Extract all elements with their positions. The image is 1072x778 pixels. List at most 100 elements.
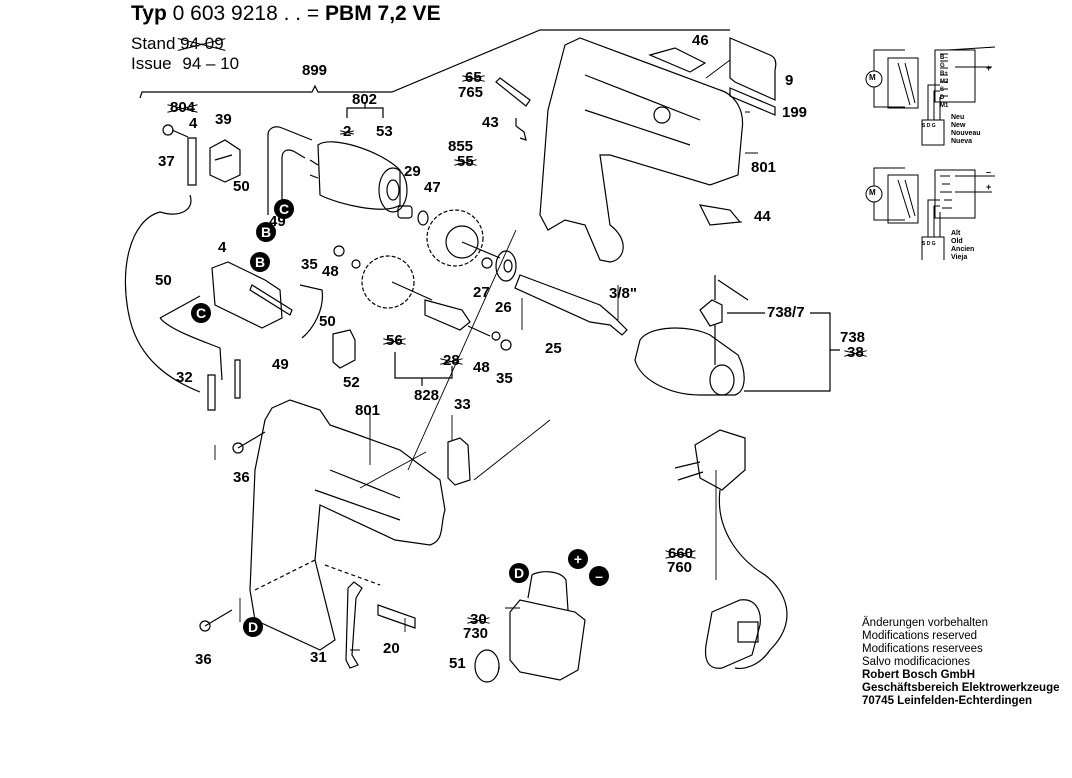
screw-37-drawing	[124, 124, 201, 393]
plus-terminal-old: +	[986, 182, 992, 192]
bit-765-drawing	[495, 77, 531, 107]
part-label-855: 855	[448, 138, 474, 155]
diagram-title: Typ 0 603 9218 . . = PBM 7,2 VE	[131, 2, 441, 26]
clip-43-drawing	[515, 118, 527, 141]
note-line-en: Modifications reserved	[862, 630, 978, 642]
schematic-old	[865, 167, 995, 260]
part-label-53: 53	[376, 123, 393, 140]
company-division: Geschäftsbereich Elektrowerkzeuge	[862, 682, 1060, 694]
part-label-801a: 801	[751, 159, 777, 176]
bracket-802	[346, 102, 384, 118]
part-label-804-struck: 804	[170, 99, 196, 116]
part-label-33: 33	[454, 396, 471, 413]
stand-line: Stand 94-09	[131, 34, 224, 54]
part-label-25: 25	[545, 340, 562, 357]
sdg-label-new: S D G	[922, 123, 936, 129]
part-label-51: 51	[449, 655, 466, 672]
part-label-828: 828	[414, 387, 440, 404]
charger-cable-drawing	[718, 489, 788, 670]
terminal-32-drawing	[207, 359, 241, 411]
switch-4-drawing	[159, 261, 324, 381]
clip-33-drawing	[447, 437, 471, 486]
company-address: 70745 Leinfelden-Echterdingen	[862, 695, 1032, 707]
ball-35b-drawing	[500, 339, 512, 351]
part-label-47: 47	[424, 179, 441, 196]
part-label-65-struck: 65	[465, 69, 482, 86]
part-label-39: 39	[215, 111, 232, 128]
charger-plug-drawing	[674, 429, 746, 491]
part-label-35a: 35	[301, 256, 318, 273]
typ-prefix: Typ	[131, 2, 167, 25]
part-label-28-struck: 28	[443, 352, 460, 369]
badge-b-1: B	[256, 222, 276, 242]
shaft-28-drawing	[424, 299, 491, 337]
issue-value: 94 – 10	[182, 54, 240, 73]
part-label-48b: 48	[473, 359, 490, 376]
ball-35a-drawing	[333, 245, 345, 257]
part-label-37: 37	[158, 153, 175, 170]
part-label-738-7: 738/7	[767, 304, 805, 321]
battery-730-drawing	[509, 571, 586, 681]
part-label-31: 31	[310, 649, 327, 666]
motor-drawing	[309, 141, 408, 213]
label-199-drawing	[729, 87, 776, 116]
model-name: PBM 7,2 VE	[325, 2, 441, 25]
washer-47-drawing	[417, 210, 429, 226]
part-label-50b: 50	[155, 272, 172, 289]
ring-48b-drawing	[491, 331, 501, 341]
part-label-35b: 35	[496, 370, 513, 387]
wire-50-drawing	[267, 126, 313, 215]
part-label-44: 44	[754, 208, 771, 225]
typ-suffix: 8 . . =	[266, 2, 320, 25]
seal-51-drawing	[474, 649, 500, 683]
chuck-drawing	[634, 325, 745, 396]
bushing-29-drawing	[397, 205, 413, 219]
brush-52-drawing	[332, 329, 356, 369]
minus-terminal-new: –	[986, 42, 992, 52]
bearing-26-drawing	[495, 250, 517, 282]
part-label-29: 29	[404, 163, 421, 180]
part-label-55-struck: 55	[457, 153, 474, 170]
badge-c-2: C	[191, 303, 211, 323]
part-label-36b: 36	[195, 651, 212, 668]
gear-56-drawing	[361, 255, 433, 309]
part-label-199: 199	[782, 104, 808, 121]
part-label-50c: 50	[319, 313, 336, 330]
gear-855-drawing	[426, 209, 501, 267]
spindle-25-drawing	[514, 274, 628, 336]
label-20-drawing	[377, 604, 416, 629]
minus-terminal-old: –	[986, 167, 992, 177]
part-label-20: 20	[383, 640, 400, 657]
part-label-30-struck: 30	[470, 611, 487, 628]
bracket-738	[727, 312, 840, 392]
part-label-27: 27	[473, 284, 490, 301]
ring-27-drawing	[481, 257, 493, 269]
part-label-32: 32	[176, 369, 193, 386]
badge-c-1: C	[274, 199, 294, 219]
badge-b-2: B	[250, 252, 270, 272]
part-label-56-struck: 56	[386, 332, 403, 349]
label-9-drawing	[729, 37, 777, 101]
wire-49-drawing	[281, 149, 306, 200]
motor-label-new: M	[869, 73, 876, 82]
bracket-899	[139, 29, 730, 99]
leader-lines	[214, 59, 758, 669]
housing-right-drawing	[539, 37, 744, 263]
part-label-760: 760	[667, 559, 693, 576]
part-label-730: 730	[463, 625, 489, 642]
switch-cover-46-drawing	[648, 47, 707, 73]
stand-label: Stand	[131, 34, 176, 53]
ring-48a-drawing	[351, 259, 361, 269]
part-39-drawing	[209, 139, 241, 183]
part-label-660-struck: 660	[668, 545, 694, 562]
part-label-38-struck: 38	[847, 344, 864, 361]
charger-dc-plug-drawing	[704, 599, 761, 669]
note-line-fr: Modifications reservees	[862, 643, 983, 655]
part-label-801b: 801	[355, 402, 381, 419]
part-label-52: 52	[343, 374, 360, 391]
part-label-49b: 49	[272, 356, 289, 373]
company-name: Robert Bosch GmbH	[862, 669, 976, 681]
